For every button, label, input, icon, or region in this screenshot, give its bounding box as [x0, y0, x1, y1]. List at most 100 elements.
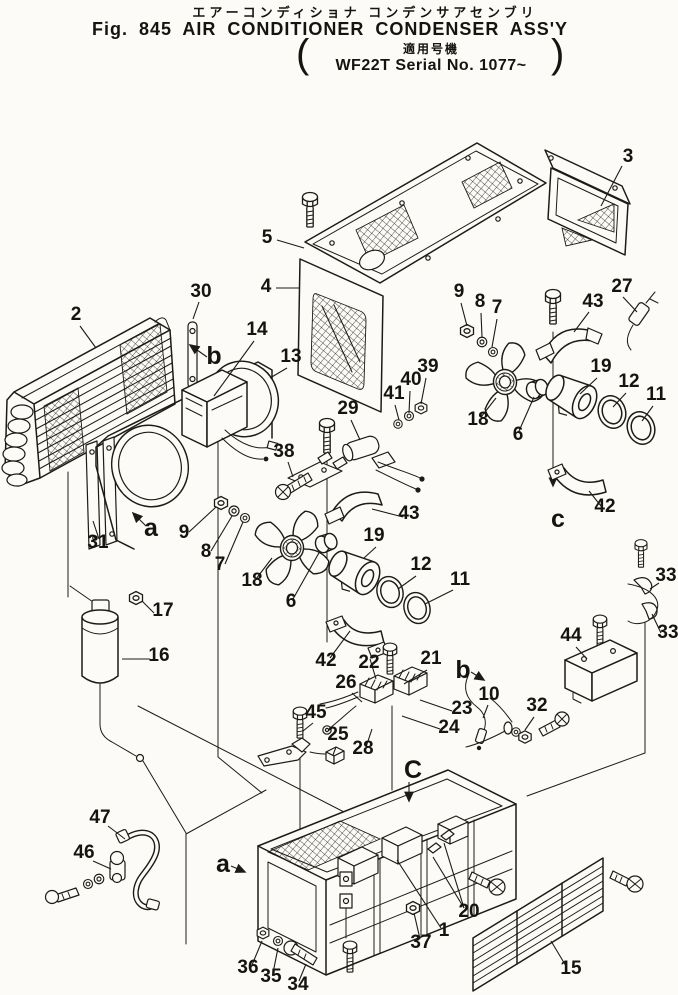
applicability-block: 適用号機 WF22T Serial No. 1077~ — [312, 40, 550, 75]
callout-35: 35 — [260, 966, 282, 987]
callout-9-right: 9 — [454, 281, 465, 302]
callout-44: 44 — [560, 625, 582, 646]
mounting-pin — [187, 321, 198, 389]
fitting-32 — [465, 697, 570, 748]
condenser-coil-end — [1, 404, 34, 487]
bracket-box-44 — [564, 614, 638, 704]
lever-group-45 — [257, 706, 345, 843]
callout-42-right: 42 — [594, 496, 615, 517]
leader-lines — [79, 165, 662, 982]
harness-wire-10 — [465, 675, 488, 751]
section-label-b-lower: b — [455, 656, 470, 684]
grille-bolt — [609, 870, 644, 893]
callout-20: 20 — [458, 901, 479, 922]
fan-motor-center — [321, 543, 386, 603]
callout-18-right: 18 — [467, 409, 488, 430]
clamps-33 — [526, 539, 659, 797]
applicability-label: 適用号機 — [402, 42, 459, 56]
motor-clamp-upper-center — [331, 491, 383, 522]
callout-13: 13 — [280, 346, 301, 367]
motor-clamp-lower-center — [333, 619, 385, 647]
callout-23: 23 — [451, 698, 472, 719]
section-label-b-upper: b — [206, 342, 221, 370]
callout-8-right: 8 — [475, 291, 486, 312]
top-cover-panel — [301, 142, 547, 284]
callout-7-right: 7 — [492, 297, 503, 318]
callout-8-left: 8 — [201, 541, 212, 562]
callout-43-center: 43 — [398, 503, 419, 524]
callout-37: 37 — [410, 932, 431, 953]
callout-26: 26 — [335, 672, 356, 693]
callout-labels: 3 5 4 30 2 27 9 8 7 43 14 b 13 19 12 11 … — [71, 146, 678, 995]
condenser-core — [1, 317, 176, 487]
callout-38: 38 — [273, 441, 294, 462]
callout-32: 32 — [526, 695, 547, 716]
clips-20 — [427, 829, 455, 854]
callout-43-right: 43 — [582, 291, 603, 312]
section-label-c-right: c — [551, 505, 565, 533]
callout-3: 3 — [623, 146, 634, 167]
callout-5: 5 — [262, 227, 273, 248]
callout-28: 28 — [352, 738, 373, 759]
frame-inner-components — [337, 815, 469, 885]
callout-16: 16 — [148, 645, 169, 666]
grille — [472, 857, 644, 992]
motor-clamp-lower-right — [555, 467, 607, 496]
callout-18-center: 18 — [241, 570, 262, 591]
callout-24: 24 — [438, 717, 460, 738]
side-panel-right — [544, 149, 631, 256]
frame-corner-bolt — [468, 871, 506, 896]
fan-motor-assembly-center — [213, 401, 435, 659]
callout-17: 17 — [152, 600, 173, 621]
callout-36: 36 — [237, 957, 258, 978]
callout-33-upper: 33 — [655, 565, 676, 586]
callout-6-center: 6 — [286, 591, 297, 612]
section-label-a-upper: a — [144, 514, 159, 542]
callout-47: 47 — [89, 807, 110, 828]
bolt-set-34 — [256, 926, 318, 966]
callout-39: 39 — [417, 356, 438, 377]
callout-45: 45 — [305, 702, 327, 723]
section-arrows — [131, 344, 486, 873]
applicability-serial: WF22T Serial No. 1077~ — [335, 57, 527, 74]
side-panel-left — [297, 258, 384, 413]
callout-10: 10 — [478, 684, 499, 705]
terminal-block-group — [319, 642, 428, 791]
receiver-drier — [81, 590, 144, 684]
callout-11-right: 11 — [646, 384, 667, 405]
callout-19-right: 19 — [590, 356, 611, 377]
valve-46 — [109, 850, 126, 884]
relay-box — [181, 369, 279, 462]
section-label-c-lower: C — [404, 756, 422, 784]
applicability-paren-close: ) — [551, 32, 565, 76]
bolt-38 — [274, 472, 313, 501]
callout-22: 22 — [358, 652, 379, 673]
hose-47-group — [44, 828, 160, 911]
callout-21: 21 — [420, 648, 442, 669]
callout-7-left: 7 — [215, 554, 226, 575]
callout-19-center: 19 — [363, 525, 384, 546]
callout-12-right: 12 — [618, 371, 639, 392]
callout-1: 1 — [439, 920, 450, 941]
callout-9-left: 9 — [179, 522, 190, 543]
callout-46: 46 — [73, 842, 94, 863]
callout-4: 4 — [261, 276, 272, 297]
figure-title-japanese: エアーコンディショナ コンデンサアセンブリ — [192, 5, 538, 20]
callout-12-center: 12 — [410, 554, 431, 575]
callout-25: 25 — [327, 724, 349, 745]
callout-42-center: 42 — [315, 650, 336, 671]
fan-motor-assembly-right — [460, 288, 660, 496]
callout-30: 30 — [190, 281, 211, 302]
main-frame — [257, 769, 517, 976]
fan-motor-right — [538, 367, 603, 427]
callout-11-center: 11 — [450, 569, 471, 590]
callout-2: 2 — [71, 304, 82, 325]
callout-41: 41 — [383, 383, 405, 404]
callout-40: 40 — [400, 369, 421, 390]
section-label-a-lower: a — [216, 850, 231, 878]
figure-title: Fig. 845 AIR CONDITIONER CONDENSER ASS'Y — [91, 19, 568, 39]
callout-27: 27 — [611, 276, 632, 297]
callout-15: 15 — [560, 958, 582, 979]
callout-29: 29 — [337, 398, 358, 419]
